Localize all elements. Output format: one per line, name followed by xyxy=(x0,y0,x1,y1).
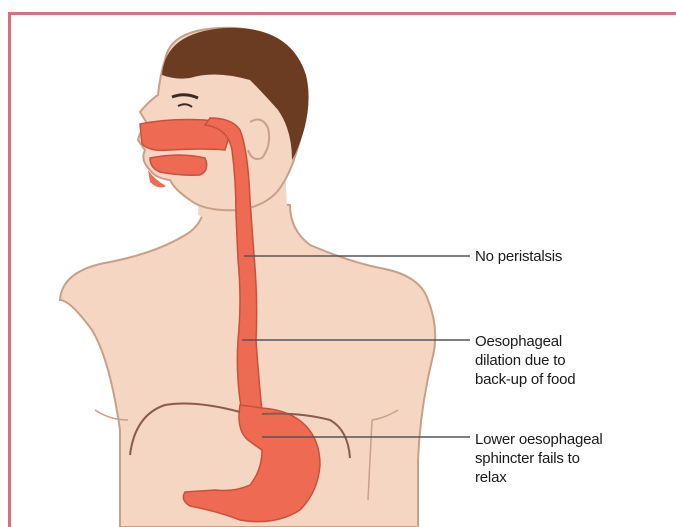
label-oesophageal-dilation: Oesophageal dilation due to back-up of f… xyxy=(475,332,655,389)
ear xyxy=(248,120,269,159)
label-no-peristalsis: No peristalsis xyxy=(475,247,562,266)
label-lower-sphincter: Lower oesophageal sphincter fails to rel… xyxy=(475,430,675,487)
